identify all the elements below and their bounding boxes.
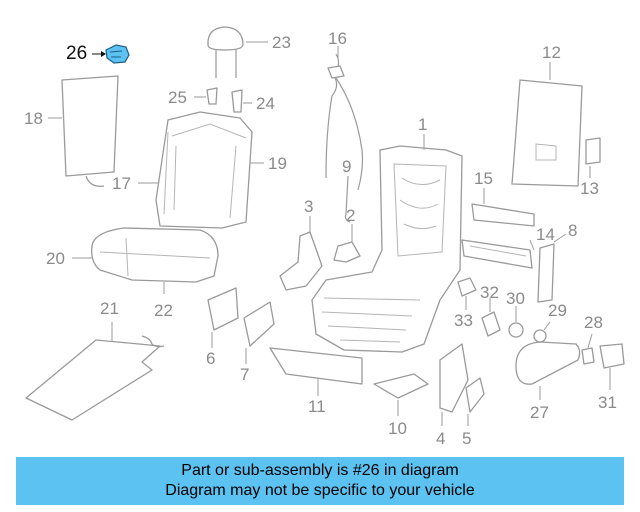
part-29-clip[interactable] (533, 329, 547, 343)
part-14-track[interactable] (461, 239, 533, 269)
callout-11: 11 (308, 397, 326, 416)
part-28-pivot[interactable] (581, 347, 595, 365)
callout-26: 26 (66, 43, 88, 64)
callout-18: 18 (24, 109, 43, 128)
part-9-rod[interactable] (344, 175, 351, 223)
callout-8: 8 (568, 221, 578, 240)
callout-32: 32 (480, 283, 499, 302)
banner-line-2: Diagram may not be specific to your vehi… (165, 482, 475, 499)
callout-24: 24 (256, 94, 275, 113)
callout-5: 5 (462, 429, 472, 448)
callout-10: 10 (388, 419, 407, 438)
callout-6: 6 (206, 349, 216, 368)
part-8-bracket[interactable] (537, 243, 555, 303)
part-4-side-cover[interactable] (439, 343, 469, 413)
part-2-latch[interactable] (333, 241, 361, 263)
callout-20: 20 (46, 249, 65, 268)
callout-23: 23 (272, 33, 291, 52)
part-27-armrest[interactable] (515, 341, 581, 385)
callout-9: 9 (342, 157, 352, 176)
callout-22: 22 (154, 301, 173, 320)
part-18-seatback-panel[interactable] (61, 75, 119, 187)
part-5-trim[interactable] (465, 377, 485, 413)
callout-31: 31 (598, 393, 617, 412)
part-16-cable[interactable] (325, 53, 364, 191)
part-25-headrest-guide[interactable] (206, 87, 218, 105)
callout-7: 7 (240, 365, 250, 384)
parts-diagram-drawing (25, 26, 625, 426)
callout-4: 4 (436, 429, 446, 448)
part-1-seat-frame[interactable] (311, 145, 463, 353)
part-32-hinge[interactable] (481, 311, 501, 337)
callout-16: 16 (328, 29, 347, 48)
callout-1: 1 (418, 115, 428, 134)
part-22-seat-cushion[interactable] (91, 227, 219, 283)
banner-line-1: Part or sub-assembly is #26 in diagram (181, 462, 459, 479)
part-12-rear-panel[interactable] (511, 79, 583, 187)
part-30-bushing[interactable] (508, 322, 524, 338)
callout-19: 19 (268, 154, 287, 173)
callout-15: 15 (474, 169, 493, 188)
part-13-trim[interactable] (585, 137, 601, 165)
callout-12: 12 (542, 43, 561, 62)
part-3-bracket[interactable] (279, 231, 323, 291)
part-31-cover[interactable] (599, 343, 625, 369)
part-23-headrest[interactable] (207, 26, 244, 78)
callout-13: 13 (580, 179, 599, 198)
parts-diagram: 26 23 16 12 18 25 24 1 17 19 9 13 15 3 2… (24, 26, 625, 448)
part-11-cover[interactable] (269, 347, 363, 385)
callout-25: 25 (168, 88, 187, 107)
part-7-bracket[interactable] (243, 301, 275, 347)
callout-21: 21 (100, 299, 119, 318)
part-10-bracket[interactable] (373, 373, 429, 399)
callout-29: 29 (548, 301, 567, 320)
callout-14: 14 (536, 225, 555, 244)
callout-33: 33 (454, 311, 473, 330)
part-33-cap[interactable] (457, 277, 477, 297)
part-26-clip[interactable] (105, 44, 130, 64)
callout-28: 28 (584, 313, 603, 332)
callout-2: 2 (346, 206, 356, 225)
info-banner: Part or sub-assembly is #26 in diagram D… (16, 457, 624, 505)
callout-3: 3 (304, 197, 314, 216)
part-6-panel[interactable] (207, 287, 239, 331)
part-24-headrest-guide[interactable] (231, 89, 243, 113)
part-19-seatback-cushion[interactable] (155, 111, 253, 229)
part-15-rail[interactable] (471, 203, 535, 227)
callout-30: 30 (506, 289, 525, 308)
callout-17: 17 (112, 174, 131, 193)
callout-27: 27 (530, 403, 549, 422)
part-21-floor-mat[interactable] (25, 335, 165, 421)
